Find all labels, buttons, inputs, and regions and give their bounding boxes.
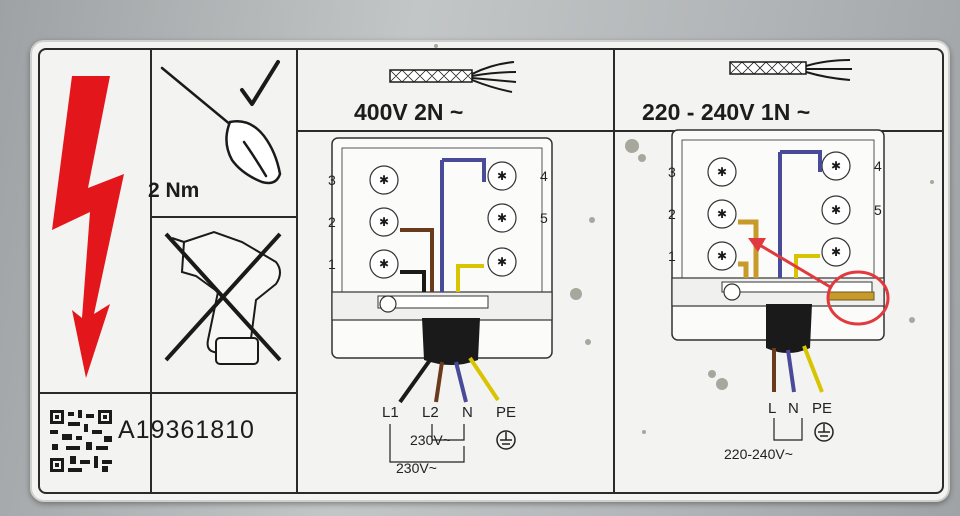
wire-label: N [788, 400, 799, 417]
svg-text:✱: ✱ [831, 245, 841, 259]
terminal-number: 2 [328, 214, 336, 230]
divider [150, 216, 298, 218]
qr-code-icon [50, 410, 112, 472]
wire-label: PE [812, 400, 833, 417]
cable-icon [729, 59, 852, 81]
terminal-block-220v: ✱ ✱ ✱ ✱ ✱ ✱ [671, 129, 885, 442]
terminal-number: 5 [874, 202, 882, 218]
title-400v: 400V 2N ~ [354, 99, 464, 125]
svg-text:✱: ✱ [379, 173, 389, 187]
svg-text:✱: ✱ [497, 169, 507, 183]
wire-label: PE [496, 404, 517, 421]
wire-label: N [462, 404, 473, 421]
drawings: ✱ ✱ ✱ ✱ ✱ ✱ [50, 44, 934, 472]
screwdriver-icon [160, 66, 282, 185]
divider [150, 50, 152, 492]
label-grid [38, 48, 944, 494]
terminal-number: 4 [540, 168, 548, 184]
title-220v: 220 - 240V 1N ~ [642, 99, 811, 125]
product-code: A19361810 [118, 416, 255, 444]
terminal-number: 5 [540, 210, 548, 226]
bridge-jumper [827, 291, 875, 301]
terminal-number: 3 [328, 172, 336, 188]
terminal-number: 3 [668, 164, 676, 180]
divider [296, 130, 942, 132]
torque-value: 2 Nm [148, 179, 200, 202]
svg-text:✱: ✱ [379, 257, 389, 271]
earth-ground-icon [500, 432, 512, 445]
svg-text:✱: ✱ [717, 207, 727, 221]
drill-crossed-icon [164, 230, 282, 365]
wiring-label: ✱ ✱ ✱ ✱ ✱ ✱ [30, 40, 950, 502]
checkmark-icon [240, 60, 280, 106]
surface-stains [434, 44, 934, 434]
divider [40, 392, 298, 394]
terminal-block-400v: ✱ ✱ ✱ ✱ ✱ ✱ [331, 137, 553, 463]
terminal-number: 1 [328, 256, 336, 272]
svg-text:✱: ✱ [717, 249, 727, 263]
svg-text:✱: ✱ [831, 203, 841, 217]
highlight-arrow [748, 238, 833, 290]
wire-label: L1 [382, 404, 399, 421]
terminal-number: 4 [874, 158, 882, 174]
divider [613, 50, 615, 492]
voltage-label: 220-240V~ [724, 446, 793, 462]
terminal-number: 2 [668, 206, 676, 222]
wire-label: L2 [422, 404, 439, 421]
svg-text:✱: ✱ [497, 255, 507, 269]
terminal-number: 1 [668, 248, 676, 264]
earth-ground-icon [818, 424, 830, 437]
voltage-label: 230V~ [396, 460, 437, 476]
svg-text:✱: ✱ [717, 165, 727, 179]
voltage-label: 230V~ [410, 432, 451, 448]
cable-icon [389, 61, 517, 93]
svg-text:✱: ✱ [379, 215, 389, 229]
highlight-circle [826, 270, 890, 326]
lightning-bolt-icon [52, 76, 124, 378]
wire-label: L [768, 400, 777, 417]
divider [296, 50, 298, 492]
svg-text:✱: ✱ [831, 159, 841, 173]
svg-text:✱: ✱ [497, 211, 507, 225]
